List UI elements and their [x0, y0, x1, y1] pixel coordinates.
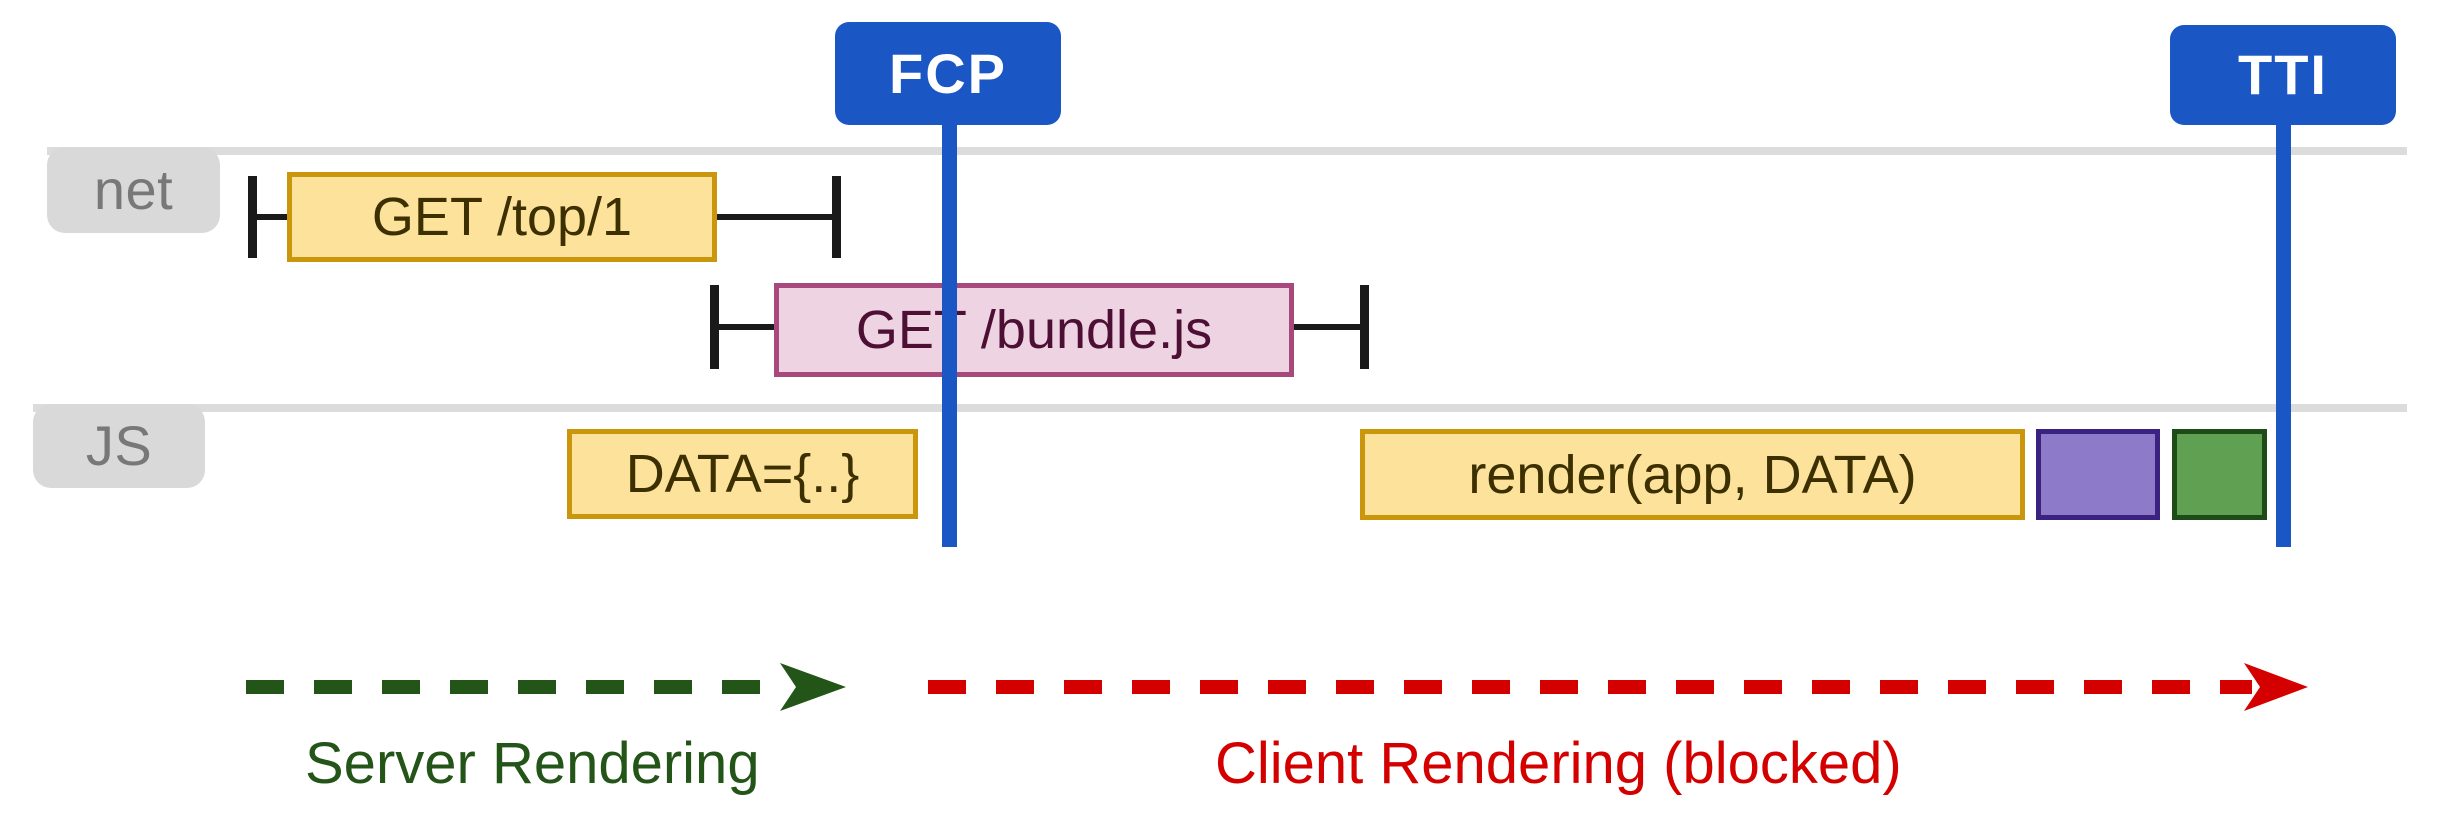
marker-label-tti: TTI [2238, 43, 2328, 106]
bar-label-data-assign: DATA={..} [625, 444, 860, 504]
whisker-stem-right-get-top [712, 214, 838, 220]
marker-line-tti [2276, 110, 2291, 547]
lane-badge-js: JS [33, 404, 205, 488]
legend-text-client-rendering: Client Rendering (blocked) [1215, 731, 1902, 796]
block-purple[interactable] [2036, 429, 2160, 520]
legend-text-server-rendering: Server Rendering [305, 731, 760, 796]
legend-label-server-rendering: Server Rendering [305, 735, 760, 793]
block-green[interactable] [2172, 429, 2267, 520]
lane-line-net [47, 147, 2407, 155]
lane-badge-net: net [47, 147, 220, 233]
bar-label-get-bundle: GET /bundle.js [855, 300, 1213, 360]
lane-line-js [33, 404, 2407, 412]
bar-render-call[interactable]: render(app, DATA) [1360, 429, 2025, 520]
marker-label-fcp: FCP [889, 41, 1007, 105]
marker-badge-fcp[interactable]: FCP [835, 22, 1061, 125]
marker-badge-tti[interactable]: TTI [2170, 25, 2396, 125]
lane-label-net: net [93, 158, 174, 221]
bar-get-top[interactable]: GET /top/1 [287, 172, 717, 262]
legend-label-client-rendering: Client Rendering (blocked) [1215, 735, 1902, 793]
whisker-stem-left-get-bundle [710, 324, 778, 330]
client-rendering-arrow-icon [928, 663, 2308, 711]
bar-label-get-top: GET /top/1 [371, 187, 633, 247]
bar-data-assign[interactable]: DATA={..} [567, 429, 918, 519]
whisker-stem-left-get-top [248, 214, 290, 220]
lane-label-js: JS [85, 414, 153, 477]
whisker-right-get-bundle [1360, 285, 1369, 369]
whisker-right-get-top [832, 176, 841, 258]
marker-line-fcp [942, 110, 957, 547]
bar-label-render-call: render(app, DATA) [1468, 444, 1917, 505]
server-rendering-arrow-icon [246, 663, 846, 711]
bar-get-bundle[interactable]: GET /bundle.js [774, 283, 1294, 377]
whisker-stem-right-get-bundle [1288, 324, 1366, 330]
